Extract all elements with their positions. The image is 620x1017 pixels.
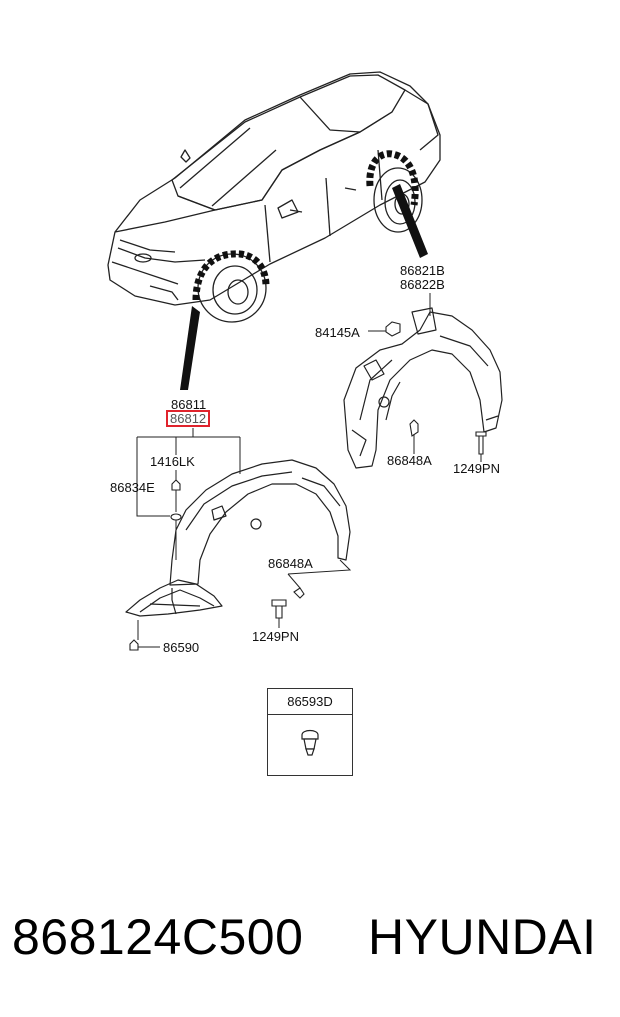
label-86848A-rear: 86848A — [387, 453, 432, 468]
label-86811: 86811 — [171, 397, 207, 412]
label-1416LK: 1416LK — [150, 454, 195, 469]
label-86590: 86590 — [163, 640, 200, 655]
part-number: 868124C500 — [12, 909, 304, 965]
front-wheel-liner — [125, 459, 351, 617]
car-liner-highlights — [192, 150, 419, 301]
parts-diagram — [107, 71, 503, 651]
rear-leader-lines — [368, 293, 482, 462]
clip-detail-box: 86593D — [267, 688, 353, 776]
clip-icon — [301, 729, 319, 756]
label-1249PN-front: 1249PN — [252, 629, 299, 644]
label-86834E: 86834E — [110, 480, 155, 495]
label-84145A: 84145A — [315, 325, 360, 340]
label-86821B: 86821B — [400, 263, 445, 278]
front-fasteners — [129, 479, 305, 651]
label-86822B: 86822B — [400, 277, 445, 292]
clip-detail-label: 86593D — [268, 689, 352, 715]
label-1249PN-rear: 1249PN — [453, 461, 500, 476]
brand-name: HYUNDAI — [368, 909, 597, 965]
car-illustration — [107, 71, 441, 323]
label-86848A-front: 86848A — [268, 556, 313, 571]
label-86812-highlighted[interactable]: 86812 — [166, 410, 211, 427]
rear-fasteners — [385, 321, 487, 455]
rear-pointer-arrow — [392, 184, 428, 258]
footer: 868124C500 HYUNDAI — [0, 905, 620, 975]
front-leader-lines — [136, 428, 352, 648]
front-pointer-arrow — [180, 306, 200, 390]
rear-wheel-liner — [343, 307, 503, 469]
